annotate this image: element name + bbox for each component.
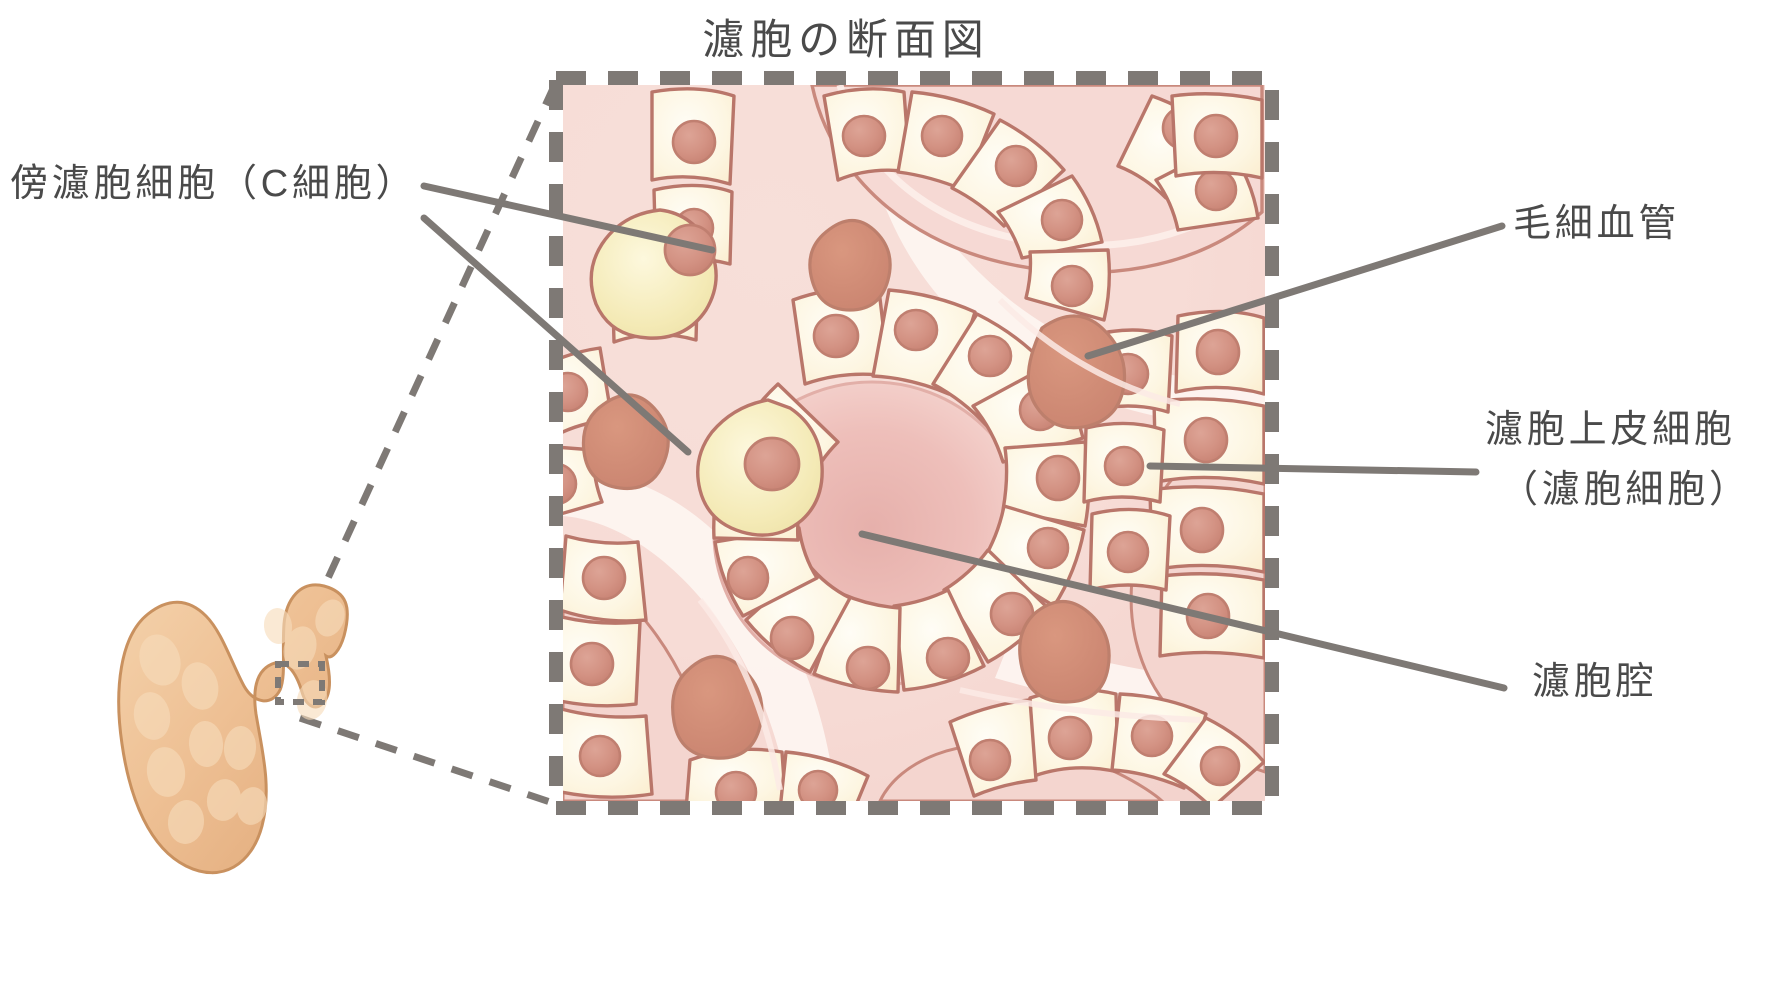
capillary-left-mid bbox=[581, 393, 670, 491]
figure-title: 濾胞の断面図 bbox=[702, 16, 990, 63]
capillary-upper-mid bbox=[808, 218, 892, 312]
epithelial-cells-right bbox=[1082, 92, 1265, 660]
c-cell-central-follicle bbox=[696, 398, 824, 537]
callout-dashed-lines bbox=[291, 80, 560, 808]
epithelial-cells-bottom-right bbox=[948, 688, 1265, 801]
epithelial-cells-top-right bbox=[822, 87, 1260, 322]
leader-lumen bbox=[858, 530, 1508, 692]
leader-capillary bbox=[1084, 222, 1506, 360]
label-follicular-cell-alt: （濾胞細胞） bbox=[1500, 469, 1751, 511]
label-capillary: 毛細血管 bbox=[1513, 203, 1681, 245]
thyroid-gland-illustration bbox=[117, 583, 349, 875]
capillaries bbox=[581, 218, 1127, 760]
capillary-bottom-right bbox=[1018, 599, 1111, 704]
label-follicular-lumen: 濾胞腔 bbox=[1532, 661, 1658, 703]
epithelial-cells-bottom-left bbox=[685, 747, 870, 801]
leader-lines bbox=[420, 182, 1508, 692]
magnified-region-marker bbox=[275, 661, 325, 705]
capillary-bottom-center bbox=[671, 654, 764, 760]
leader-epithelial bbox=[1146, 462, 1480, 476]
leader-parafollicular-lower bbox=[420, 214, 692, 456]
label-follicular-epithelial-cell: 濾胞上皮細胞 bbox=[1485, 409, 1736, 451]
label-parafollicular-cell: 傍濾胞細胞（C細胞） bbox=[10, 163, 418, 205]
basement-membrane-highlights bbox=[697, 297, 1201, 791]
gland-lobule-texture bbox=[133, 599, 345, 844]
leader-parafollicular-upper bbox=[420, 182, 716, 254]
